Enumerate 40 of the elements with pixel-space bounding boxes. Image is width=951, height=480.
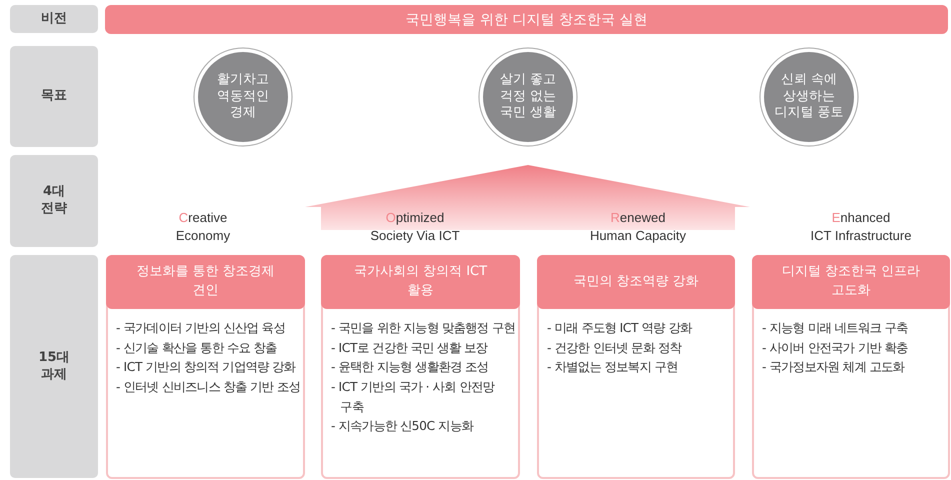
task-item: - 지능형 미래 네트워크 구축	[762, 320, 909, 337]
task-item: - ICT 기반의 창의적 기업역량 강화	[116, 359, 297, 376]
task-item: - 인터넷 신비즈니스 창출 기반 조성	[116, 379, 300, 396]
task-item: - ICT로 건강한 국민 생활 보장	[331, 340, 489, 357]
task-card	[752, 255, 950, 479]
task-item: - 국가정보자원 체계 고도화	[762, 359, 906, 376]
task-card	[537, 255, 735, 479]
task-title: 정보화를 통한 창조경제 견인	[136, 263, 276, 300]
goal-text: 살기 좋고 걱정 없는 국민 생활	[498, 72, 558, 122]
row-header-text: 비전	[40, 10, 68, 28]
goal-text: 활기차고 역동적인 경제	[216, 72, 270, 122]
task-item: - 미래 주도형 ICT 역량 강화	[547, 320, 694, 337]
row-header-text: 15대 과제	[37, 350, 71, 384]
task-item: - 차별없는 정보복지 구현	[547, 359, 679, 376]
row-header-text: 4대 전략	[40, 184, 68, 218]
row-header-text: 목표	[40, 88, 68, 105]
strategy-label: Enhanced ICT Infrastructure	[810, 209, 912, 244]
row-header-box	[10, 155, 98, 247]
task-item: - 지속가능한 신50C 지능화	[331, 418, 474, 436]
task-item: - 국민을 위한 지능형 맞춤행정 구현	[331, 320, 515, 337]
strategy-label: Optimized Society Via ICT	[369, 209, 461, 244]
vision-text: 국민행복을 위한 디지털 창조한국 실현	[406, 10, 648, 28]
task-card	[106, 255, 305, 479]
strategy-label: Renewed Human Capacity	[588, 209, 688, 244]
task-card	[321, 255, 520, 479]
row-header-box	[10, 5, 98, 33]
task-item: - 국가데이터 기반의 신산업 육성	[116, 320, 286, 337]
task-item: - ICT 기반의 국가 · 사회 안전망 구축	[331, 379, 496, 416]
task-item: - 건강한 인터넷 문화 정착	[547, 340, 683, 357]
task-item: - 윤택한 지능형 생활환경 조성	[331, 359, 490, 376]
task-item: - 사이버 안전국가 기반 확충	[762, 340, 909, 357]
strategy-label: Creative Economy	[174, 209, 232, 244]
task-title: 국가사회의 창의적 ICT 활용	[352, 263, 488, 300]
row-header-box	[10, 46, 98, 147]
task-item: - 신기술 확산을 통한 수요 창출	[116, 340, 278, 357]
task-title: 국민의 창조역량 강화	[572, 272, 700, 291]
task-title: 디지털 창조한국 인프라 고도화	[781, 263, 921, 300]
row-header-box	[10, 255, 98, 478]
goal-text: 신뢰 속에 상생하는 디지털 풍토	[773, 72, 845, 122]
vision-banner	[105, 5, 948, 34]
